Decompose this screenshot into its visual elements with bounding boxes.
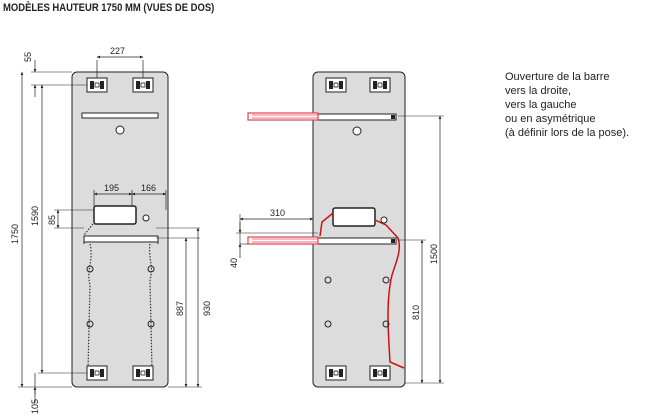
right-bottom-bracket-right bbox=[369, 365, 391, 381]
page-title: MODÈLES HAUTEUR 1750 MM (VUES DE DOS) bbox=[3, 2, 215, 14]
dim-1590: 1590 bbox=[30, 206, 40, 226]
dim-85: 85 bbox=[47, 215, 57, 225]
left-radiator-view: 227 55 1750 1590 105 195 166 85 bbox=[10, 46, 212, 414]
left-upper-screw bbox=[115, 125, 125, 135]
left-control-knob bbox=[142, 214, 150, 222]
left-cable-right bbox=[148, 243, 153, 371]
right-cable bbox=[319, 212, 405, 369]
left-bottom-bracket-left bbox=[86, 365, 108, 381]
right-radiator-view: 310 40 1500 810 bbox=[229, 71, 444, 388]
note-line-3: vers la gauche bbox=[505, 99, 577, 111]
dim-40: 40 bbox=[229, 258, 239, 268]
dim-1750: 1750 bbox=[10, 224, 20, 244]
left-upper-bar bbox=[81, 112, 159, 119]
dim-1500: 1500 bbox=[429, 244, 439, 264]
note-line-5: (à définir lors de la pose). bbox=[505, 127, 630, 139]
left-control-box bbox=[93, 205, 137, 225]
right-top-bracket-left bbox=[325, 77, 347, 93]
dim-227: 227 bbox=[110, 46, 125, 56]
bar-opening-notes: Ouverture de la barre vers la droite, ve… bbox=[505, 70, 629, 140]
right-lower-bar bbox=[317, 237, 397, 245]
right-top-bracket-right bbox=[369, 77, 391, 93]
right-bottom-bracket-left bbox=[325, 365, 347, 381]
note-line-2: vers la droite, bbox=[505, 85, 572, 97]
right-upper-bar bbox=[317, 113, 397, 121]
dim-55: 55 bbox=[23, 52, 33, 62]
lower-towel-bar-open bbox=[247, 236, 319, 245]
dim-166: 166 bbox=[141, 183, 156, 193]
upper-towel-bar-open bbox=[247, 112, 319, 121]
note-line-1: Ouverture de la barre bbox=[505, 71, 610, 83]
right-control-box bbox=[332, 207, 376, 227]
dim-105: 105 bbox=[30, 399, 40, 414]
dim-810: 810 bbox=[411, 305, 421, 320]
dim-310: 310 bbox=[270, 208, 285, 218]
dim-887: 887 bbox=[175, 301, 185, 316]
left-cable-left bbox=[83, 223, 94, 371]
left-top-bracket-right bbox=[132, 77, 154, 93]
dim-195: 195 bbox=[104, 183, 119, 193]
dim-930: 930 bbox=[202, 301, 212, 316]
note-line-4: ou en asymétrique bbox=[505, 113, 596, 125]
left-bottom-bracket-right bbox=[132, 365, 154, 381]
left-top-bracket-left bbox=[86, 77, 108, 93]
left-panel bbox=[71, 71, 169, 388]
left-lower-bar bbox=[83, 235, 159, 243]
